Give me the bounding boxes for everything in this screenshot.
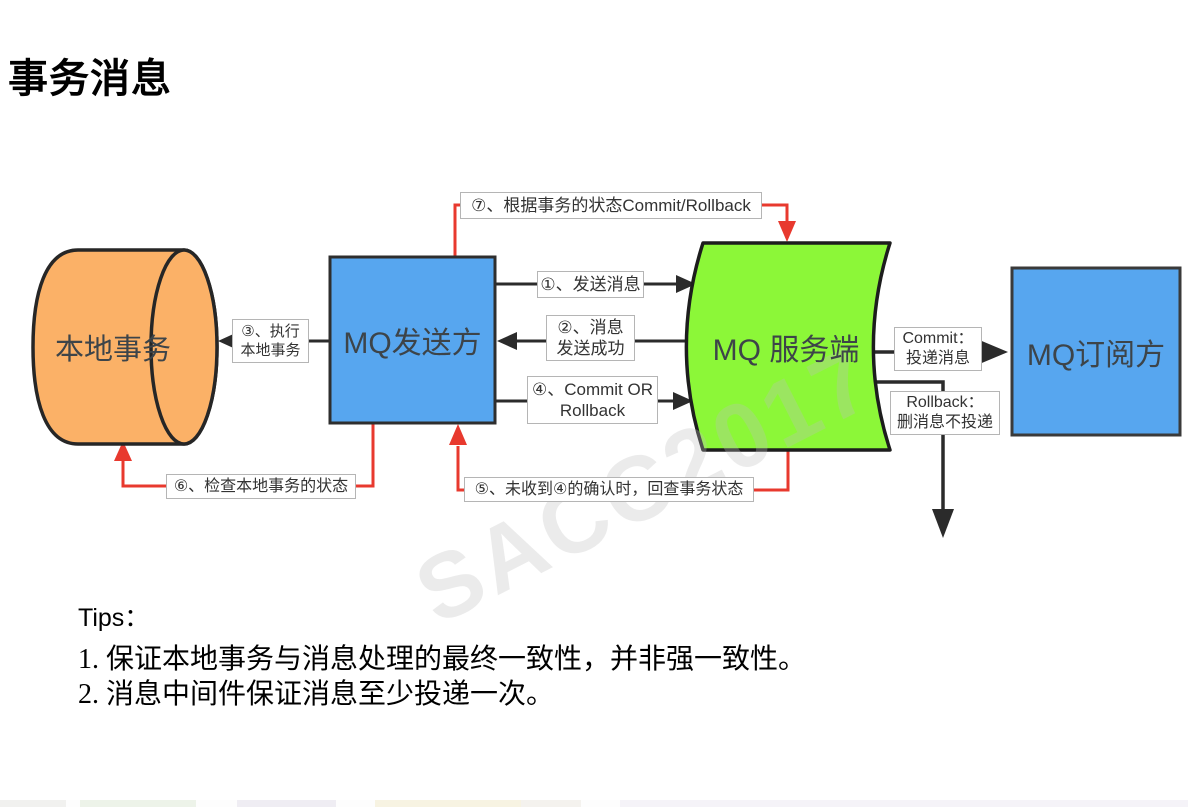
edge-label-rollback: Rollback： 删消息不投递 bbox=[890, 391, 1000, 435]
strip-segment bbox=[0, 800, 66, 807]
node-mq-subscriber bbox=[1010, 266, 1182, 437]
strip-segment bbox=[375, 800, 521, 807]
edge-label-commit: Commit： 投递消息 bbox=[894, 327, 982, 371]
edge-label-step4: ④、Commit OR Rollback bbox=[527, 376, 658, 424]
edge-label-step1: ①、发送消息 bbox=[537, 271, 644, 298]
strip-segment bbox=[237, 800, 336, 807]
tips-block: Tips： 1. 保证本地事务与消息处理的最终一致性，并非强一致性。 2. 消息… bbox=[78, 598, 806, 712]
tips-item-1: 1. 保证本地事务与消息处理的最终一致性，并非强一致性。 bbox=[78, 644, 807, 675]
arrowhead-step2 bbox=[497, 332, 517, 350]
mq-sender-label: MQ发送方 bbox=[343, 327, 482, 360]
bottom-edge-strip bbox=[0, 800, 1188, 807]
cylinder-cap bbox=[149, 248, 219, 446]
tips-item-2: 2. 消息中间件保证消息至少投递一次。 bbox=[78, 679, 555, 710]
edge-label-step5: ⑤、未收到④的确认时，回查事务状态 bbox=[464, 477, 754, 502]
node-mq-sender bbox=[328, 255, 497, 425]
node-local-transaction bbox=[31, 248, 219, 446]
arrowhead-rollback bbox=[932, 509, 954, 538]
strip-segment bbox=[620, 800, 1188, 807]
strip-segment bbox=[521, 800, 581, 807]
edge-label-step6: ⑥、检查本地事务的状态 bbox=[166, 474, 356, 499]
tips-heading: Tips： bbox=[78, 604, 150, 632]
arrowhead-step1 bbox=[676, 275, 696, 293]
arrowhead-step7 bbox=[778, 221, 796, 242]
page-title: 事务消息 bbox=[8, 57, 172, 101]
edge-label-step2: ②、消息 发送成功 bbox=[546, 315, 635, 361]
arrowhead-step6 bbox=[114, 441, 132, 461]
edge-rollback-path bbox=[871, 380, 954, 538]
edge-label-step7: ⑦、根据事务的状态Commit/Rollback bbox=[460, 192, 762, 219]
strip-segment bbox=[80, 800, 196, 807]
edge-label-step3: ③、执行 本地事务 bbox=[232, 319, 309, 363]
arrowhead-step4 bbox=[673, 392, 693, 410]
mq-subscriber-label: MQ订阅方 bbox=[1026, 338, 1166, 372]
local-transaction-label: 本地事务 bbox=[54, 334, 171, 366]
node-mq-server bbox=[684, 241, 892, 452]
arrowhead-commit bbox=[977, 339, 1008, 365]
arrowhead-step5 bbox=[449, 424, 467, 445]
mq-server-label: MQ 服务端 bbox=[712, 333, 860, 367]
